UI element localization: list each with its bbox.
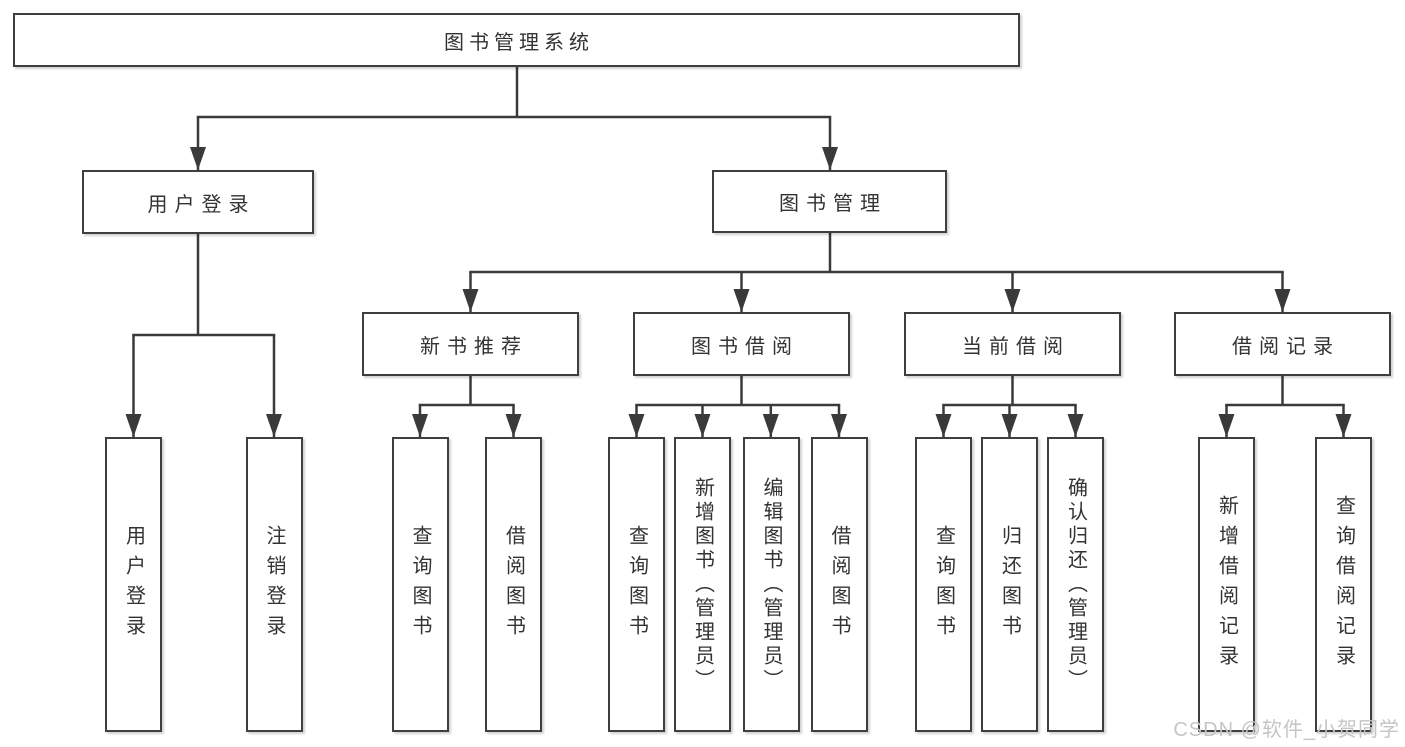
connector-arrows <box>125 117 1352 437</box>
connector-spines <box>132 65 1345 407</box>
leaf-borrow-books-recommend: 借阅图书 <box>485 437 542 732</box>
node-current-borrow: 当前借阅 <box>904 312 1121 376</box>
leaf-add-book-admin: 新增图书（管理员） <box>674 437 731 732</box>
watermark: CSDN @软件_小贺同学 <box>1173 719 1400 741</box>
node-borrow-records: 借阅记录 <box>1174 312 1391 376</box>
node-user-login-group: 用户登录 <box>82 170 314 234</box>
node-label: 查询图书 <box>409 524 431 645</box>
node-label: 图书管理系统 <box>444 31 594 54</box>
leaf-query-books-recommend: 查询图书 <box>391 437 449 732</box>
node-label: 当前借阅 <box>962 335 1070 358</box>
node-label: 借阅图书 <box>828 524 850 645</box>
node-new-book-recommend: 新书推荐 <box>362 312 579 376</box>
node-label: 图书管理 <box>779 193 887 215</box>
node-book-management: 图书管理 <box>712 170 947 233</box>
node-label: 确认归还（管理员） <box>1064 476 1087 693</box>
node-label: 借阅记录 <box>1232 335 1340 358</box>
node-label: 编辑图书（管理员） <box>760 476 782 693</box>
node-label: 新增图书（管理员） <box>691 476 714 693</box>
node-label: 用户登录 <box>122 524 145 645</box>
leaf-borrow-books: 借阅图书 <box>810 437 868 732</box>
node-label: 新增借阅记录 <box>1215 494 1238 675</box>
node-label: 借阅图书 <box>502 524 525 645</box>
leaf-add-borrow-record: 新增借阅记录 <box>1198 437 1255 732</box>
node-label: 新书推荐 <box>420 335 528 358</box>
leaf-edit-book-admin: 编辑图书（管理员） <box>742 437 800 732</box>
leaf-confirm-return-admin: 确认归还（管理员） <box>1047 437 1104 732</box>
leaf-query-books-borrow: 查询图书 <box>608 437 665 732</box>
leaf-return-books: 归还图书 <box>981 437 1038 732</box>
node-label: 用户登录 <box>147 193 256 216</box>
node-label: 查询图书 <box>625 524 648 645</box>
leaf-query-books-current: 查询图书 <box>915 437 972 732</box>
node-label: 图书借阅 <box>691 335 799 358</box>
leaf-logout: 注销登录 <box>245 437 303 732</box>
node-label: 归还图书 <box>998 524 1021 645</box>
node-book-borrow: 图书借阅 <box>633 312 850 376</box>
leaf-user-login: 用户登录 <box>105 437 162 732</box>
leaf-query-borrow-record: 查询借阅记录 <box>1315 437 1372 732</box>
node-label: 注销登录 <box>263 524 285 645</box>
node-root-system: 图书管理系统 <box>13 13 1020 67</box>
node-label: 查询图书 <box>932 524 955 645</box>
node-label: 查询借阅记录 <box>1332 494 1355 675</box>
